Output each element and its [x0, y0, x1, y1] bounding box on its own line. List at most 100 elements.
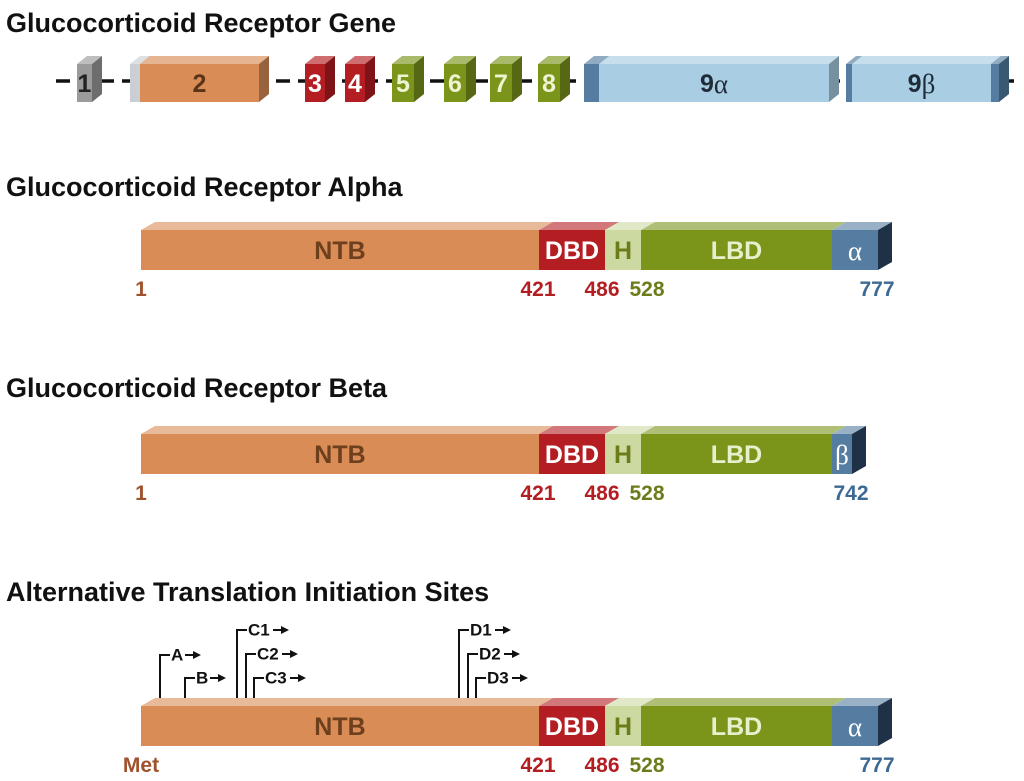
- site-marker-line: [236, 629, 247, 701]
- position-label: 528: [629, 278, 664, 301]
- domain-front-face: [832, 434, 852, 474]
- domain-h: H: [605, 222, 655, 270]
- domain-label: LBD: [711, 441, 762, 469]
- domain-top-face: [539, 698, 619, 706]
- site-arrow-head: [281, 626, 289, 634]
- exon-top-face: [140, 56, 269, 64]
- exon-3: 3: [305, 56, 335, 102]
- domain-dbd: DBD: [539, 426, 619, 474]
- domain-front-face: [605, 706, 641, 746]
- domain-top-face: [641, 222, 846, 230]
- exon-top-face: [599, 56, 839, 64]
- exon-side-face: [325, 56, 335, 102]
- site-c3: C3: [253, 669, 306, 701]
- domain-front-face: [141, 706, 539, 746]
- exon-label: 4: [348, 70, 362, 98]
- exon-top-face: [846, 56, 862, 64]
- exon-side-face: [829, 56, 839, 102]
- domain-front-face: [605, 434, 641, 474]
- domain-label: LBD: [711, 713, 762, 741]
- protein-beta-title: Glucocorticoid Receptor Beta: [6, 373, 388, 403]
- domain-label: DBD: [545, 713, 599, 741]
- exon-side-face: [365, 56, 375, 102]
- domain-ntb: NTB: [141, 222, 553, 270]
- exon-top-face: [130, 56, 150, 64]
- site-label: D1: [470, 621, 492, 640]
- position-label: 528: [629, 754, 664, 777]
- domain-top-face: [605, 426, 655, 434]
- exon-front-face: [846, 64, 852, 102]
- position-label: 486: [584, 482, 619, 505]
- exon-top-face: [991, 56, 1009, 64]
- domain-label: H: [614, 713, 632, 741]
- domain-label: LBD: [711, 237, 762, 265]
- domain-label: DBD: [545, 237, 599, 265]
- exon-top-face: [77, 56, 102, 64]
- domain-h: H: [605, 426, 655, 474]
- domain-h: H: [605, 698, 655, 746]
- exon-front-face: [140, 64, 259, 102]
- exon-utr-13: [991, 56, 1009, 102]
- exon-label: 6: [448, 70, 462, 98]
- exon-2: 2: [140, 56, 269, 102]
- site-label: A: [171, 646, 183, 665]
- domain-top-face: [141, 222, 553, 230]
- site-label: C3: [265, 669, 287, 688]
- exon-side-face: [999, 56, 1009, 102]
- site-a: A: [159, 646, 201, 701]
- domain-lbd: LBD: [641, 698, 846, 746]
- exon-top-face: [538, 56, 570, 64]
- domain-label: NTB: [314, 441, 365, 469]
- exon-1: 1: [77, 56, 102, 102]
- site-d1: D1: [458, 621, 511, 701]
- exon-front-face: [584, 64, 599, 102]
- site-d3: D3: [475, 669, 528, 701]
- domain-front-face: [832, 230, 878, 270]
- gene-title: Glucocorticoid Receptor Gene: [6, 8, 396, 38]
- exon-label: 8: [542, 70, 556, 98]
- domain-front-face: [605, 230, 641, 270]
- domain-label: DBD: [545, 441, 599, 469]
- exon-front-face: [852, 64, 991, 102]
- exon-front-face: [490, 64, 512, 102]
- exon-label: 2: [193, 70, 207, 98]
- exon-front-face: [392, 64, 414, 102]
- position-label: 486: [584, 754, 619, 777]
- exon-side-face: [466, 56, 476, 102]
- exon-front-face: [130, 64, 140, 102]
- translation-sites-section: Alternative Translation Initiation Sites…: [6, 577, 895, 777]
- domain-front-face: [539, 706, 605, 746]
- exon-front-face: [345, 64, 365, 102]
- exon-side-face: [92, 56, 102, 102]
- exon-front-face: [991, 64, 999, 102]
- exon-label: 7: [494, 70, 508, 98]
- site-arrow-head: [520, 674, 528, 682]
- site-b: B: [184, 669, 226, 701]
- site-marker-line: [458, 629, 469, 701]
- exon-6: 6: [444, 56, 476, 102]
- position-label: 777: [859, 754, 894, 777]
- site-arrow-head: [218, 674, 226, 682]
- domain-β: β: [832, 426, 866, 474]
- domain-lbd: LBD: [641, 222, 846, 270]
- domain-label: NTB: [314, 237, 365, 265]
- exon-front-face: [305, 64, 325, 102]
- site-arrow-head: [503, 626, 511, 634]
- site-label: D3: [487, 669, 509, 688]
- site-arrow-head: [298, 674, 306, 682]
- domain-front-face: [832, 706, 878, 746]
- exon-top-face: [444, 56, 476, 64]
- site-c1: C1: [236, 621, 289, 701]
- bar-end-face: [878, 698, 892, 746]
- site-marker-line: [159, 654, 170, 701]
- exon-top-face: [490, 56, 522, 64]
- domain-top-face: [605, 698, 655, 706]
- domain-top-face: [641, 426, 846, 434]
- domain-top-face: [539, 222, 619, 230]
- exon-5: 5: [392, 56, 424, 102]
